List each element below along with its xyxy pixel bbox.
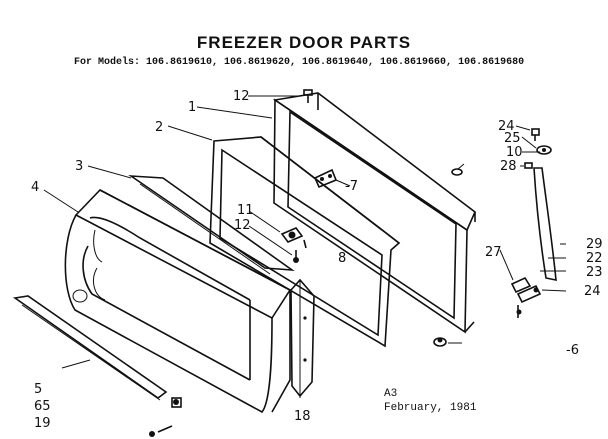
shelf-rail [12,295,168,401]
model-list: For Models: 106.8619610, 106.8619620, 10… [74,57,525,68]
callout-28: 28 [500,159,517,174]
page-title: FREEZER DOOR PARTS [196,33,412,52]
callout-23: 23 [586,265,603,280]
callout-24: 24 [584,284,601,299]
callout-7: -7 [345,179,358,194]
latch-bracket [313,168,338,189]
screw-part-12-top [303,89,313,103]
callout-65: 65 [34,399,51,414]
drawing-code: A3 [384,388,397,400]
callout-5: 5 [34,382,42,397]
bumper-part-6 [433,337,447,347]
door-outer-panel [272,92,476,334]
callout-29: 29 [586,237,603,252]
callout-22: 22 [586,251,603,266]
handle-screw-24 [531,128,540,141]
screw-part-19 [149,425,173,437]
breaker-strip [128,175,295,275]
door-handle [533,167,557,281]
door-liner [64,189,292,414]
callout-1: 1 [188,100,196,115]
callout-18: 18 [294,409,311,424]
callout-24-top: 24 [498,119,515,134]
callout-19: 19 [34,416,51,431]
handle-clip-28 [524,162,533,169]
callout-11: 11 [237,203,254,218]
handle-lower-bracket [510,276,542,318]
callout-12-top: 12 [233,89,250,104]
callout-27: 27 [485,245,502,260]
callout-3: 3 [75,159,83,174]
callout-6: -6 [566,343,579,358]
footer: A3 February, 1981 [384,388,477,414]
drawing-date: February, 1981 [384,402,477,414]
door-gasket [209,136,401,348]
callout-10: 10 [506,145,523,160]
side-trim [290,278,315,398]
callout-12: 12 [234,218,251,233]
leader-lines [43,95,567,398]
callout-numbers: 1 2 3 4 5 65 19 12 11 12 -7 8 18 24 25 1… [31,89,603,431]
callout-2: 2 [155,120,163,135]
clip-part-65 [171,397,182,408]
hinge-block [280,227,307,263]
callout-8: 8 [338,251,346,266]
plug-button [451,168,463,176]
callout-4: 4 [31,180,39,195]
callout-25: 25 [504,131,521,146]
handle-cap-25 [536,145,552,155]
